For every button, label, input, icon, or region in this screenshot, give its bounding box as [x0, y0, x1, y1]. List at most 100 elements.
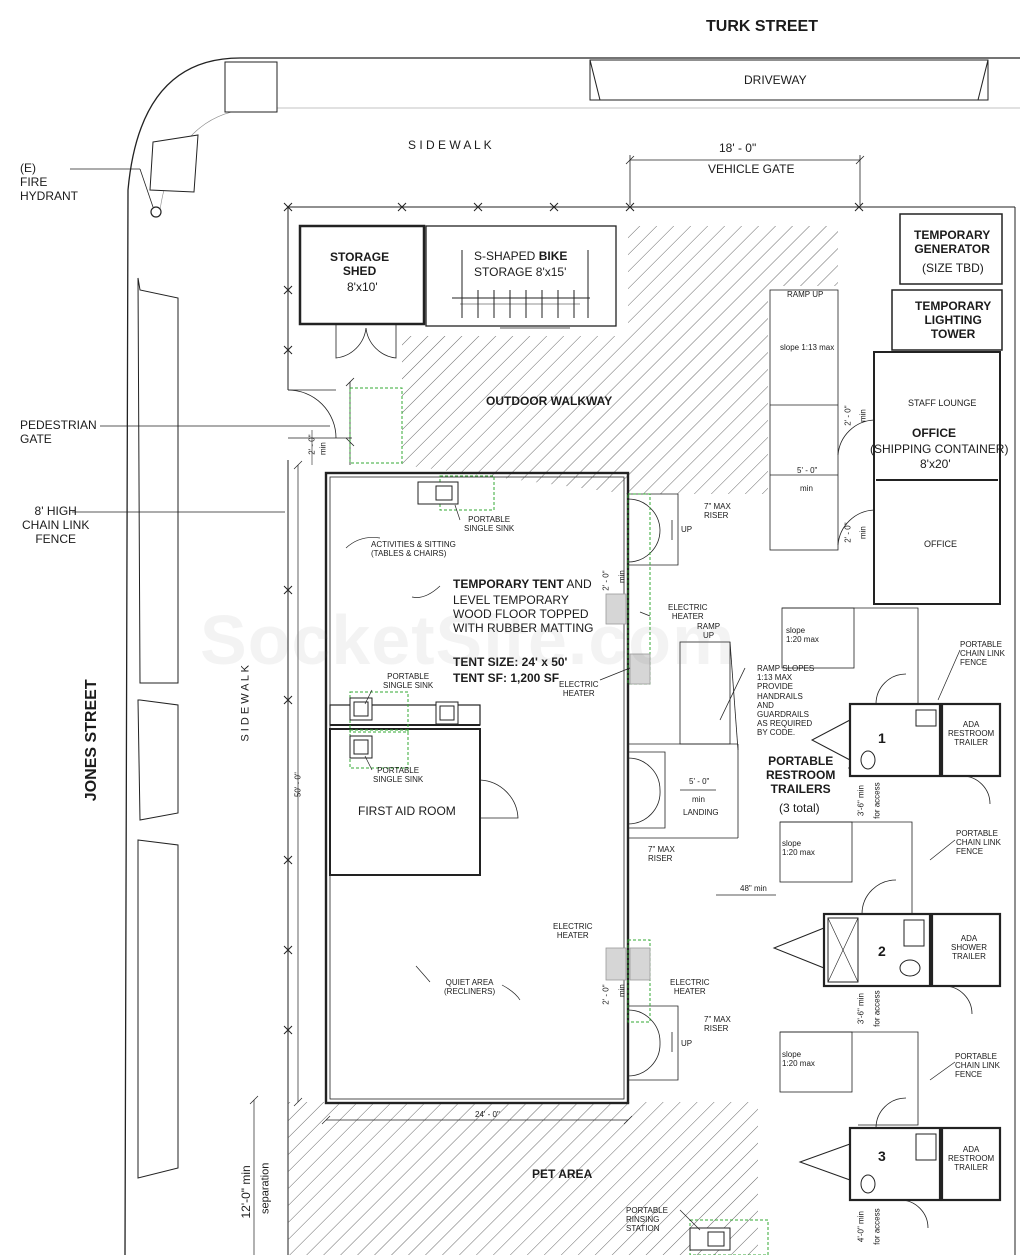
office-door-clearance-2-dimension: 2' - 0": [843, 522, 853, 543]
office-door-clearance-1-dimension: 2' - 0": [843, 405, 853, 426]
tent-dimensions: [249, 460, 633, 1255]
generator-size: (SIZE TBD): [922, 261, 984, 275]
jones-street-label: JONES STREET: [82, 679, 100, 802]
rinsing-station-label: PORTABLE RINSING STATION: [626, 1206, 668, 1234]
activities-label: ACTIVITIES & SITTING (TABLES & CHAIRS): [371, 540, 456, 559]
riser-3-label: 7" MAX RISER: [704, 1015, 731, 1034]
landing-label: LANDING: [683, 808, 719, 817]
tent-doors: [627, 493, 679, 1081]
generator-title: TEMPORARY GENERATOR: [914, 228, 991, 256]
restroom-trailers-count: (3 total): [779, 801, 820, 815]
storage-shed-title: STORAGE SHED: [330, 250, 390, 278]
ramp-top-label: RAMP UP: [787, 290, 824, 299]
pedestrian-gate-label: PEDESTRIAN GATE: [20, 418, 97, 446]
heater-3-label: ELECTRIC HEATER: [553, 922, 593, 941]
riser-1-up: UP: [681, 525, 693, 534]
vehicle-gate-label: VEHICLE GATE: [708, 162, 795, 176]
trailer-3-number: 3: [878, 1148, 886, 1164]
office-2-label: OFFICE: [924, 539, 957, 549]
heater-clearance-1-dimension: 2' - 0": [601, 570, 611, 591]
fence-2-label: PORTABLE CHAIN LINK FENCE: [956, 829, 1001, 857]
curb-line: [124, 57, 1020, 1255]
trailer-1-number: 1: [878, 730, 886, 746]
vehicle-gate-dimension: [625, 155, 865, 205]
heater-1-label: ELECTRIC HEATER: [668, 603, 708, 622]
landing-dimension: 5' - 0": [689, 777, 710, 786]
quiet-area-label: QUIET AREA (RECLINERS): [444, 978, 496, 997]
fence-1-label: PORTABLE CHAIN LINK FENCE: [960, 640, 1005, 668]
heater-clearance-2-min: min: [617, 984, 627, 998]
storage-shed-drawing: [298, 224, 426, 359]
trailer-1-drawing: [810, 673, 1002, 805]
tent-size: TENT SIZE: 24' x 50': [453, 655, 568, 669]
tent-title: TEMPORARY TENT AND: [453, 577, 592, 591]
fire-hydrant-label: (E) FIRE HYDRANT: [20, 161, 79, 203]
trailer-3-slope: slope 1:20 max: [782, 1050, 815, 1069]
fence-3-label: PORTABLE CHAIN LINK FENCE: [955, 1052, 1000, 1080]
curb-inner-line: [159, 107, 1020, 211]
fire-hydrant-symbol: [150, 206, 162, 218]
ramp-middle: [628, 641, 776, 896]
access-clearance-gate: [349, 387, 403, 464]
sink-2-label: PORTABLE SINGLE SINK: [383, 672, 434, 691]
leader-lines: [72, 425, 961, 1231]
trailer-3-label: ADA RESTROOM TRAILER: [948, 1145, 995, 1173]
storage-shed-size: 8'x10': [347, 280, 378, 294]
pet-separation-label: separation: [259, 1162, 272, 1215]
staff-lounge-label: STAFF LOUNGE: [908, 398, 977, 408]
gate-clearance-dimension: 2' - 0": [307, 434, 317, 455]
ramp-top: [769, 289, 839, 551]
trailer-2-access-dimension: 3'-6" min: [856, 993, 866, 1025]
riser-2-label: 7" MAX RISER: [648, 845, 675, 864]
ramp-note: RAMP SLOPES 1:13 MAX PROVIDE HANDRAILS A…: [757, 664, 815, 738]
watermark: SocketSite.com: [200, 601, 736, 679]
trailer-1-access-dimension: 3'-6" min: [856, 785, 866, 817]
fence-posts: [283, 202, 864, 1035]
heater-4-label: ELECTRIC HEATER: [670, 978, 710, 997]
bike-storage-size: STORAGE 8'x15': [474, 265, 567, 279]
sink-symbols: [349, 481, 731, 1251]
ramp-top-slope: slope 1:13 max: [780, 343, 835, 352]
curb-box-angled: [149, 134, 199, 193]
gate-dimension: 18' - 0": [719, 141, 757, 155]
driveway-outline: [589, 59, 989, 101]
trailer-2-for-access: for access: [872, 990, 882, 1027]
riser-1-label: 7" MAX RISER: [704, 502, 731, 521]
bike-storage-drawing: [425, 225, 617, 329]
bike-storage-label: S-SHAPED BIKE: [474, 249, 568, 263]
heater-clearance-2-dimension: 2' - 0": [601, 984, 611, 1005]
sink-3-label: PORTABLE SINGLE SINK: [373, 766, 424, 785]
trailer-2-slope: slope 1:20 max: [782, 839, 815, 858]
trailer-1-for-access: for access: [872, 782, 882, 819]
trailer-3-access-dimension: 4'-0" min: [856, 1211, 866, 1243]
tent-height-dimension: 50' - 0": [293, 772, 303, 798]
direction-arcs: [345, 537, 521, 1001]
first-aid-room-label: FIRST AID ROOM: [358, 804, 456, 818]
office-door-clearance-2-min: min: [858, 526, 868, 540]
outdoor-walkway-label: OUTDOOR WALKWAY: [486, 394, 613, 408]
sink-1-label: PORTABLE SINGLE SINK: [464, 515, 515, 534]
riser-3-up: UP: [681, 1039, 693, 1048]
office-subtitle: (SHIPPING CONTAINER): [870, 442, 1009, 456]
sidewalk-top-label: S I D E W A L K: [408, 138, 492, 152]
driveway-label: DRIVEWAY: [744, 73, 807, 87]
tent-width-dimension: 24' - 0": [475, 1110, 500, 1119]
tent-square-footage: TENT SF: 1,200 SF: [453, 671, 560, 685]
office-size: 8'x20': [920, 457, 951, 471]
fence-label: 8' HIGH CHAIN LINK FENCE: [22, 504, 90, 546]
pet-area-label: PET AREA: [532, 1167, 593, 1181]
tent-outline: [324, 471, 630, 1105]
heater-2-label: ELECTRIC HEATER: [559, 680, 599, 699]
trailer-2-drawing: [772, 879, 1002, 1015]
gate-clearance-min: min: [318, 442, 328, 456]
trailer-3-drawing: [798, 1097, 1002, 1229]
heater-clearance-1-min: min: [617, 570, 627, 584]
tent-description: LEVEL TEMPORARY WOOD FLOOR TOPPED WITH R…: [453, 593, 594, 635]
parking-bays: [137, 277, 179, 1179]
min-48-dimension: 48" min: [740, 884, 767, 893]
generator-box: [891, 213, 1003, 351]
ramp-top-landing-min: min: [800, 484, 813, 493]
landing-min: min: [692, 795, 705, 804]
electric-heater-symbols: [605, 593, 651, 981]
